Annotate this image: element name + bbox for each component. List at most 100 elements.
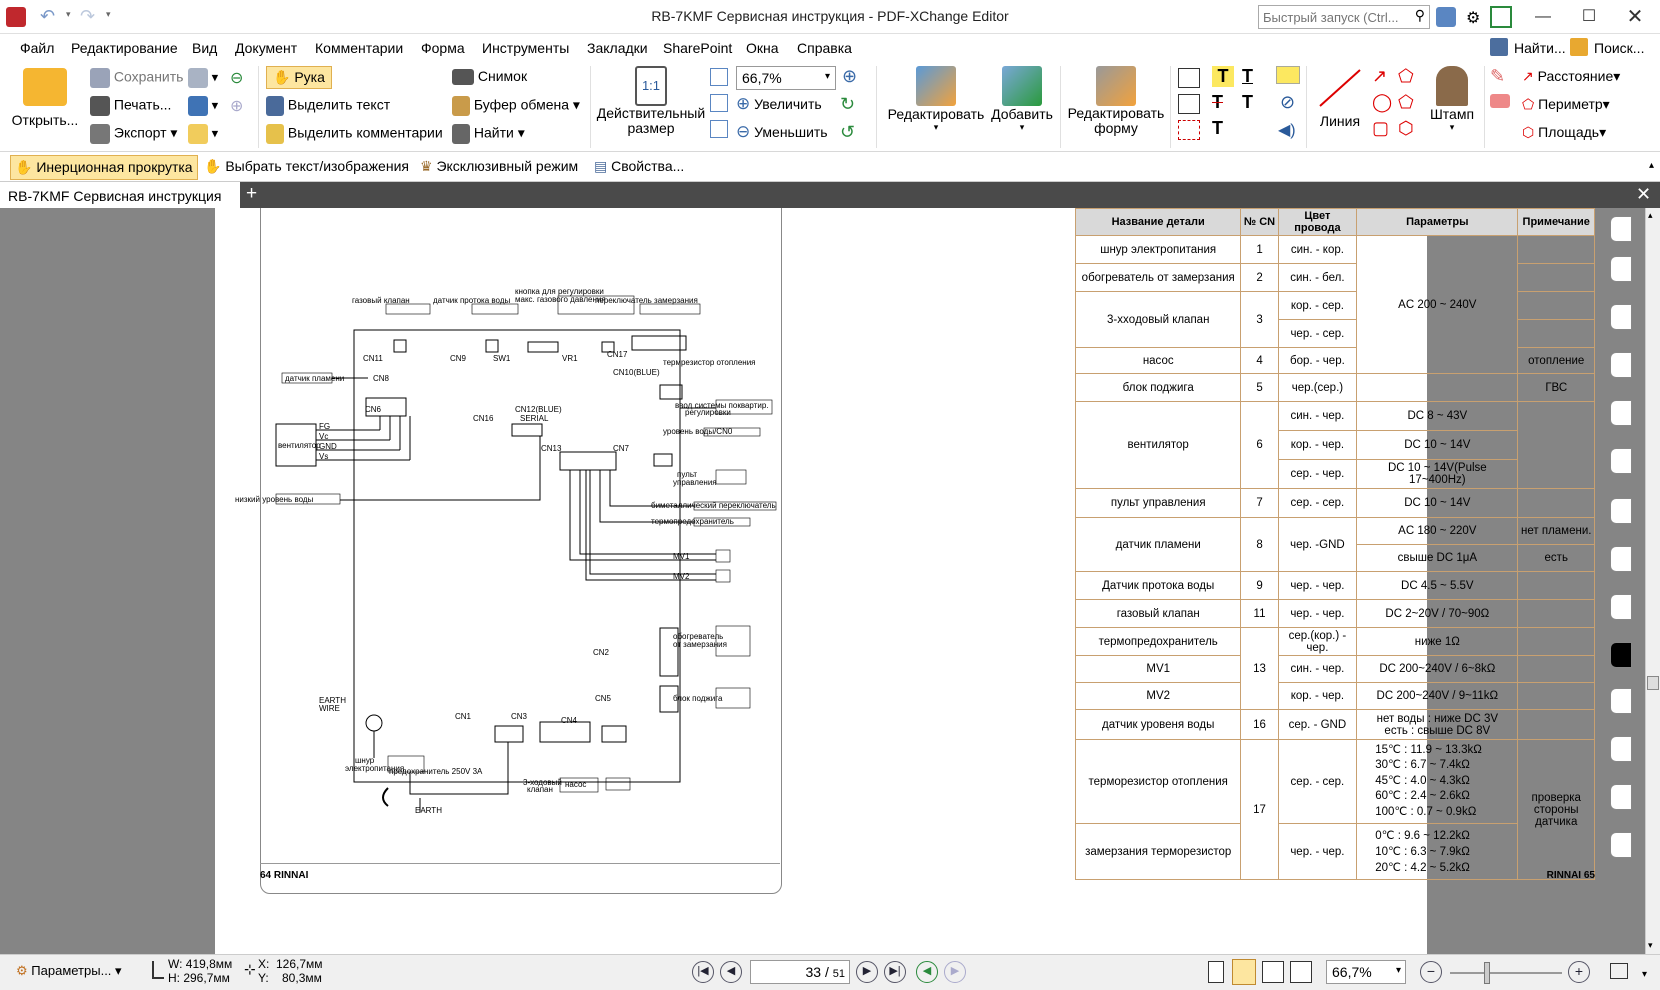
settings-icon[interactable]: ⚙ xyxy=(1466,10,1481,27)
next-page-button[interactable]: ▶ xyxy=(856,961,878,983)
fit-page-icon[interactable] xyxy=(710,68,728,86)
menu-form[interactable]: Форма xyxy=(421,40,465,56)
exclusive-mode-button[interactable]: ♛ Эксклюзивный режим xyxy=(420,158,578,175)
arrow-icon[interactable]: ↗ xyxy=(1372,66,1388,86)
scroll-thumb[interactable] xyxy=(1647,676,1659,690)
menu-help[interactable]: Справка xyxy=(797,40,852,56)
menu-search[interactable]: Поиск... xyxy=(1594,40,1645,56)
facing-pages-icon[interactable] xyxy=(1262,961,1284,983)
fullscreen-icon[interactable] xyxy=(1490,6,1512,28)
single-page-icon[interactable] xyxy=(1208,961,1224,983)
fit-width-icon[interactable] xyxy=(710,94,728,112)
close-tab-icon[interactable]: ✕ xyxy=(1636,184,1652,204)
status-bar-menu-icon[interactable]: ▾ xyxy=(1642,969,1648,980)
inertial-scroll-button[interactable]: ✋ Инерционная прокрутка xyxy=(10,155,198,180)
continuous-page-icon[interactable] xyxy=(1232,959,1256,985)
menu-bookmarks[interactable]: Закладки xyxy=(587,40,648,56)
zoom-out-button[interactable]: ⊖ Уменьшить xyxy=(736,122,828,142)
squiggly-icon[interactable]: T xyxy=(1242,92,1253,112)
find-button[interactable]: Найти ▾ xyxy=(452,124,525,144)
maximize-button[interactable]: ☐ xyxy=(1581,8,1597,25)
attach-file-icon[interactable]: ⊘ xyxy=(1280,92,1296,112)
cloud-icon[interactable]: ⬡ xyxy=(1398,118,1414,138)
edit-form-button[interactable]: Редактировать форму xyxy=(1064,66,1168,136)
scroll-down-icon[interactable]: ▾ xyxy=(1648,940,1653,950)
menu-file[interactable]: Файл xyxy=(20,40,55,56)
new-tab-icon[interactable]: + xyxy=(246,183,258,204)
menu-comments[interactable]: Комментарии xyxy=(315,40,404,56)
sticky-note-icon[interactable] xyxy=(1276,66,1300,84)
page-number-input[interactable]: 33 / 51 xyxy=(750,960,850,984)
forward-view-button[interactable]: ▶ xyxy=(944,961,966,983)
document-workspace[interactable]: газовый клапан датчик протока воды кнопк… xyxy=(0,208,1645,954)
fullscreen-view-icon[interactable] xyxy=(1610,963,1628,979)
undo-icon[interactable]: ↶ xyxy=(40,6,56,26)
actual-size-button[interactable]: 1:1 Действительный размер xyxy=(596,66,706,136)
scroll-up-icon[interactable]: ▴ xyxy=(1648,210,1653,220)
quick-launch-box[interactable]: ⚲ xyxy=(1258,5,1430,29)
scan-icon[interactable]: ▾ xyxy=(188,96,218,116)
menu-view[interactable]: Вид xyxy=(192,40,218,56)
forward-icon[interactable]: ⊕ xyxy=(230,98,244,115)
zoom-slider-thumb[interactable] xyxy=(1484,962,1490,984)
back-icon[interactable]: ⊖ xyxy=(230,70,244,87)
rotate-cw-icon[interactable]: ↻ xyxy=(840,94,856,114)
select-comments-button[interactable]: Выделить комментарии xyxy=(266,124,443,144)
menu-edit[interactable]: Редактирование xyxy=(71,40,178,56)
callout-icon[interactable] xyxy=(1178,120,1200,140)
minimize-button[interactable]: — xyxy=(1535,8,1551,25)
qat-dropdown-icon[interactable]: ▾ xyxy=(106,9,111,19)
perimeter-button[interactable]: ⬠ Периметр▾ xyxy=(1522,96,1610,112)
first-page-button[interactable]: |◀ xyxy=(692,961,714,983)
vertical-scrollbar[interactable]: ▴ ▾ xyxy=(1645,208,1660,954)
strikeout-icon[interactable]: T xyxy=(1212,92,1223,112)
menu-sharepoint[interactable]: SharePoint xyxy=(663,40,733,56)
zoom-tool-icon[interactable]: ⊕ xyxy=(842,66,858,86)
print-button[interactable]: Печать... xyxy=(90,96,171,116)
last-page-button[interactable]: ▶| xyxy=(884,961,906,983)
clipboard-button[interactable]: Буфер обмена ▾ xyxy=(452,96,580,116)
save-button[interactable]: Сохранить xyxy=(90,68,183,88)
ui-options-icon[interactable] xyxy=(1436,7,1456,27)
distance-button[interactable]: ↗ Расстояние▾ xyxy=(1522,68,1621,84)
fit-visible-icon[interactable] xyxy=(710,120,728,138)
status-zoom-combo[interactable]: 66,7%▾ xyxy=(1326,960,1406,984)
hand-tool-button[interactable]: ✋ Рука xyxy=(266,66,332,89)
prev-page-button[interactable]: ◀ xyxy=(720,961,742,983)
typewriter-icon[interactable] xyxy=(1178,68,1200,88)
export-button[interactable]: Экспорт ▾ xyxy=(90,124,177,144)
add-button[interactable]: Добавить▾ xyxy=(990,66,1054,133)
highlight-text-icon[interactable]: T xyxy=(1212,66,1234,87)
select-text-button[interactable]: Выделить текст xyxy=(266,96,390,116)
pencil-icon[interactable]: ✎ xyxy=(1490,66,1506,86)
menu-document[interactable]: Документ xyxy=(235,40,298,56)
stamp-button[interactable]: Штамп▾ xyxy=(1422,66,1482,133)
undo-dropdown-icon[interactable]: ▾ xyxy=(66,9,71,19)
email-icon[interactable]: ▾ xyxy=(188,68,218,88)
quick-launch-input[interactable] xyxy=(1263,7,1403,27)
back-view-button[interactable]: ◀ xyxy=(916,961,938,983)
status-zoom-out-button[interactable]: − xyxy=(1420,961,1442,983)
polygon-icon[interactable]: ⬠ xyxy=(1398,92,1414,112)
line-tool-button[interactable]: Линия xyxy=(1312,66,1368,129)
zoom-combo[interactable]: 66,7%▾ xyxy=(736,66,836,90)
search-icon[interactable]: ⚲ xyxy=(1414,7,1425,23)
params-button[interactable]: ⚙ Параметры... ▾ xyxy=(16,963,122,978)
menu-tools[interactable]: Инструменты xyxy=(482,40,570,56)
menu-find[interactable]: Найти... xyxy=(1514,40,1566,56)
underline-text-icon[interactable]: T xyxy=(1242,66,1253,86)
document-tab[interactable]: RB-7KMF Сервисная инструкция xyxy=(0,182,240,208)
open-button[interactable]: Открыть... xyxy=(10,68,80,128)
select-text-images-button[interactable]: ✋ Выбрать текст/изображения xyxy=(204,158,409,175)
replace-text-icon[interactable]: T xyxy=(1212,118,1223,138)
rotate-ccw-icon[interactable]: ↺ xyxy=(840,122,856,142)
snapshot-button[interactable]: Снимок xyxy=(452,68,527,86)
zoom-slider-track[interactable] xyxy=(1450,972,1562,974)
zoom-in-button[interactable]: ⊕ Увеличить xyxy=(736,94,822,114)
textbox-icon[interactable] xyxy=(1178,94,1200,114)
eraser-icon[interactable] xyxy=(1490,94,1510,108)
properties-button[interactable]: ▤ Свойства... xyxy=(594,158,684,175)
area-button[interactable]: ⬡ Площадь▾ xyxy=(1522,124,1607,140)
close-button[interactable]: ✕ xyxy=(1626,6,1644,28)
rectangle-icon[interactable]: ▢ xyxy=(1372,118,1390,138)
